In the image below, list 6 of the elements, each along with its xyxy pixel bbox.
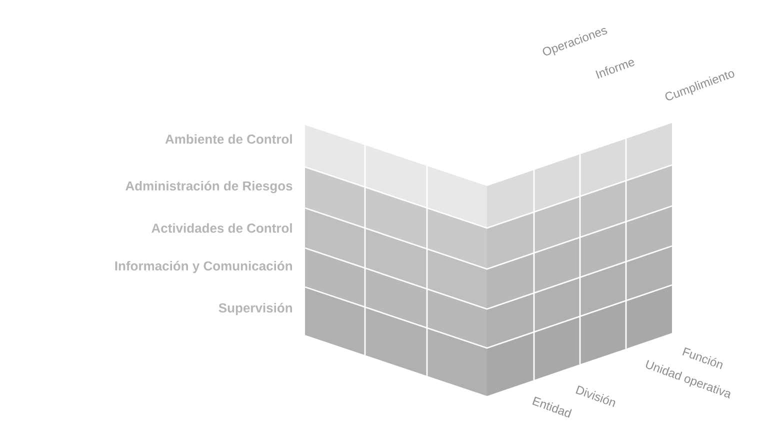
row-label: Información y Comunicación (115, 260, 292, 274)
row-label: Actividades de Control (152, 223, 292, 233)
column-label: Informe (596, 60, 634, 79)
row-label: Administración de Riesgos (126, 180, 292, 194)
row-label: Ambiente de Control (165, 134, 292, 144)
row-label: Supervisión (218, 302, 292, 316)
